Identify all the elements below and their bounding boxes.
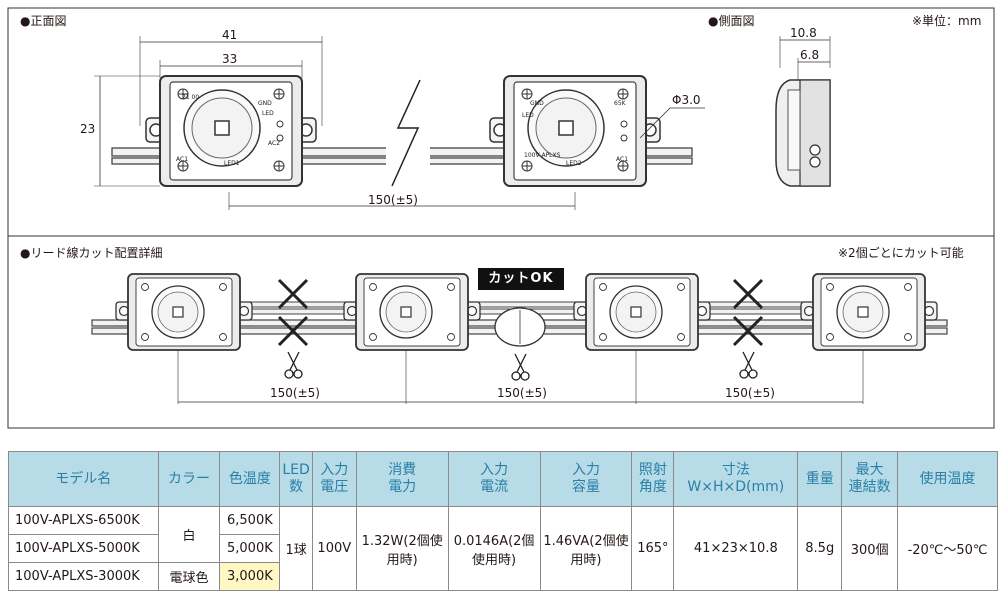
header-current: 入力電流: [447, 451, 541, 507]
module2-label-led: LED: [522, 112, 534, 119]
max-link-cell: 300個: [841, 506, 899, 591]
dim-width-inner: 33: [222, 52, 238, 66]
module1-label-led1: LED1: [224, 160, 240, 167]
header-weight: 重量: [797, 451, 843, 507]
color-temp-cell: 5,000K: [219, 534, 281, 563]
power-cell: 1.32W(2個使用時): [355, 506, 449, 591]
temp-range-cell: -20℃〜50℃: [897, 506, 998, 591]
module2-label-model: 100V APLXS: [524, 152, 561, 159]
dimensions-cell: 41×23×10.8: [673, 506, 799, 591]
cut-ok-badge: カットOK: [478, 268, 564, 290]
header-color: カラー: [157, 451, 221, 507]
module1-label-ac2: AC2: [268, 140, 281, 147]
front-view-title: ●正面図: [20, 14, 67, 28]
dim-pitch: 150(±5): [368, 193, 418, 207]
dim-depth-inner: 6.8: [800, 48, 820, 62]
cut-note: ※2個ごとにカット可能: [838, 246, 964, 260]
header-capacity: 入力容量: [539, 451, 633, 507]
model-cell: 100V-APLXS-5000K: [8, 534, 159, 563]
color-cell: 電球色: [157, 562, 221, 591]
module2-label-gnd: GND: [530, 100, 544, 107]
header-power: 消費電力: [355, 451, 449, 507]
voltage-cell: 100V: [311, 506, 357, 591]
lead-cut-title: ●リード線カット配置詳細: [20, 246, 163, 260]
dim-depth: 10.8: [790, 26, 817, 40]
module1-label-gnd: GND: [258, 100, 272, 107]
model-cell: 100V-APLXS-6500K: [8, 506, 159, 535]
table-row: 100V-APLXS-3000K 電球色 3,000K: [8, 562, 998, 591]
pitch-label-1: 150(±5): [270, 386, 320, 400]
pitch-label-2: 150(±5): [497, 386, 547, 400]
header-color-temp: 色温度: [219, 451, 281, 507]
module1-label-led: LED: [262, 110, 274, 117]
pitch-label-3: 150(±5): [725, 386, 775, 400]
dim-hole: Φ3.0: [672, 93, 701, 107]
dim-width-outer: 41: [222, 28, 238, 42]
header-max-link: 最大連結数: [841, 451, 899, 507]
module1-label-a: 21 00: [182, 94, 200, 101]
module2-label-65k: 65K: [614, 100, 626, 107]
header-model: モデル名: [8, 451, 159, 507]
side-view-title: ●側面図: [708, 14, 755, 28]
weight-cell: 8.5g: [797, 506, 843, 591]
module2-label-led2: LED2: [566, 160, 582, 167]
color-temp-cell: 6,500K: [219, 506, 281, 535]
angle-cell: 165°: [631, 506, 675, 591]
unit-note: ※単位：mm: [912, 14, 982, 28]
technical-drawing: ●正面図 ●側面図 ※単位：mm 41 33 23 Φ3.0 150(±5) 1…: [7, 7, 995, 429]
capacity-cell: 1.46VA(2個使用時): [539, 506, 633, 591]
table-row: 100V-APLXS-6500K 白 6,500K 1球 100V 1.32W(…: [8, 506, 998, 591]
table-row: 100V-APLXS-5000K 5,000K: [8, 534, 998, 563]
header-voltage: 入力電圧: [311, 451, 357, 507]
dim-height: 23: [80, 122, 96, 136]
current-cell: 0.0146A(2個使用時): [447, 506, 541, 591]
color-cell: 白: [157, 506, 221, 563]
led-count-cell: 1球: [279, 506, 313, 591]
module1-label-ac1: AC1: [176, 156, 189, 163]
drawing-svg: [7, 7, 995, 429]
color-temp-cell: 3,000K: [219, 562, 281, 591]
model-cell: 100V-APLXS-3000K: [8, 562, 159, 591]
header-angle: 照射角度: [631, 451, 675, 507]
module2-label-ac1: AC1: [616, 156, 629, 163]
header-temp-range: 使用温度: [897, 451, 998, 507]
